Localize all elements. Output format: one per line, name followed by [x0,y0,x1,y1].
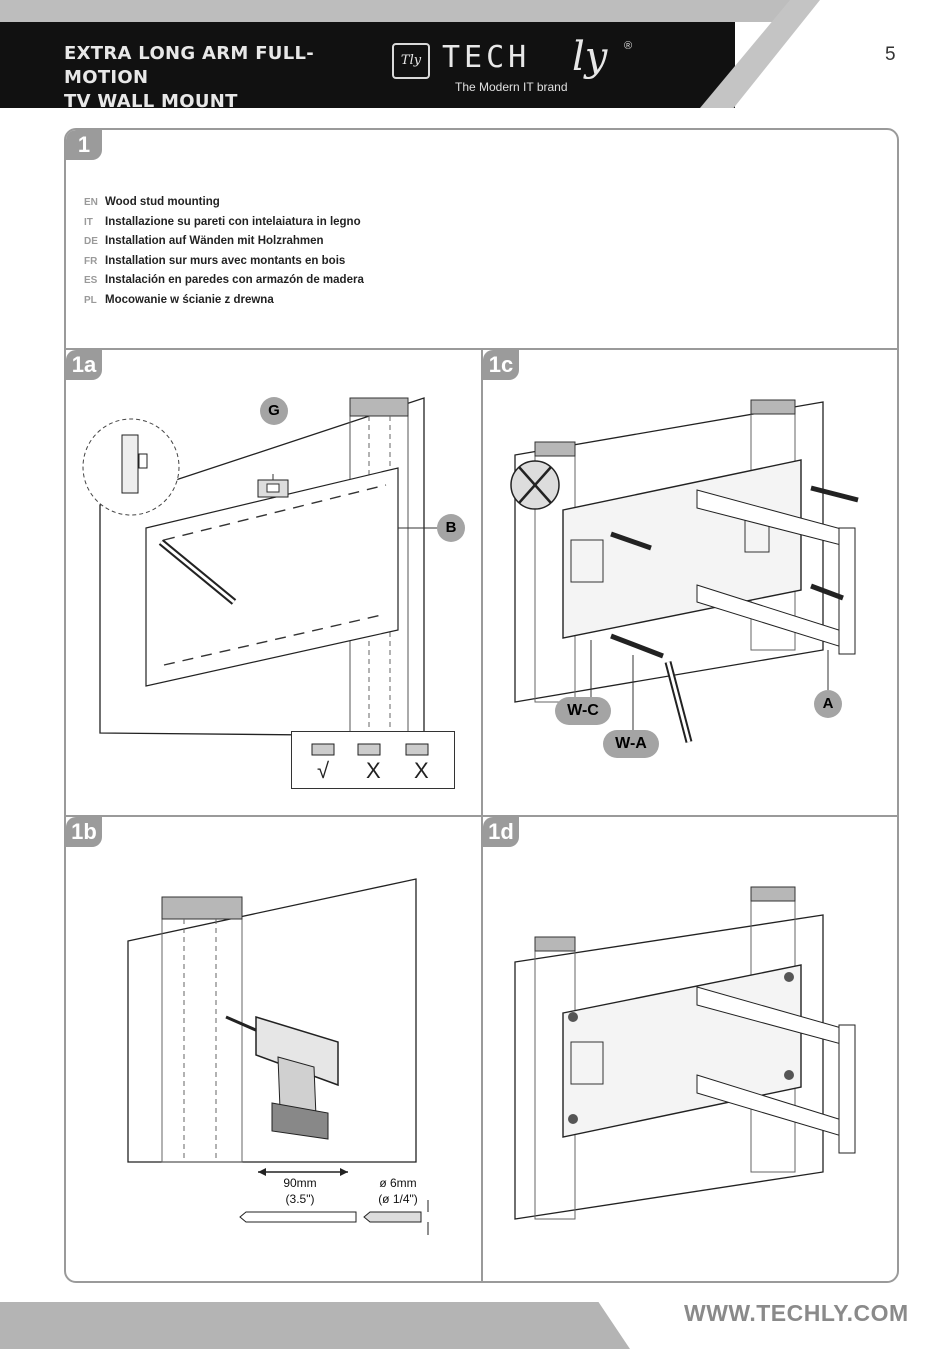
arrow-head [258,1168,266,1176]
label-w-a: W-A [603,730,659,758]
level-icon [357,743,381,756]
screw-icon [810,485,859,503]
registered-mark: ® [624,40,633,52]
illustration-1a [82,397,438,739]
level-icon [405,743,429,756]
mark-wrong: X [414,758,429,783]
footer-grey-band [0,1302,630,1349]
label-w-c: W-C [555,697,611,725]
product-title: EXTRA LONG ARM FULL-MOTION TV WALL MOUNT [64,42,384,114]
template-dashed-line [163,484,387,541]
wall-panel [127,878,417,1163]
lang-row-it: IT Installazione su pareti con intelaiatu… [84,216,364,236]
zoom-level-tool [121,434,139,494]
drill-battery [271,1102,329,1140]
stud-top [161,896,243,920]
lang-code: FR [84,255,98,267]
lang-row-en: EN Wood stud mounting [84,196,364,216]
arm-hinge [838,1024,856,1154]
lang-text: Installation sur murs avec montants en b… [105,254,346,267]
lang-row-fr: FR Installation sur murs avec montants en… [84,255,364,275]
step-badge-1a: 1a [66,350,102,380]
screw-icon [610,633,664,659]
wrench-highlight [666,661,691,743]
footer-url: WWW.TECHLY.COM [684,1300,909,1326]
stud-top [349,397,409,417]
lang-row-es: ES Instalación en paredes con armazón de … [84,274,364,294]
stud-top [750,886,796,902]
lang-text: Installation auf Wänden mit Holzrahmen [105,235,324,247]
lang-code: EN [84,197,98,208]
step-badge-1b: 1b [66,817,102,847]
language-list: EN Wood stud mounting IT Installazione su … [84,196,364,313]
drill-bit-diagram [239,1211,357,1223]
pencil-highlight [160,540,235,604]
screw-icon [810,583,844,601]
no-anchor-cross [518,466,552,504]
lang-text: Mocowanie w ścianie z drewna [105,293,274,306]
header-grey-strip [0,0,800,22]
lang-code: DE [84,236,98,247]
techly-logo-mark: Tly [392,43,430,79]
lang-text: Instalación en paredes con armazón de ma… [105,274,364,286]
divider-vertical [481,349,483,1281]
header-black-band [0,22,735,108]
screw-head [568,1114,578,1124]
label-b: B [437,514,465,542]
plate-cutout [570,1041,604,1085]
level-icon [311,743,335,756]
illustration-1b [127,878,429,1235]
arrow-head [340,1168,348,1176]
screw-head [784,972,794,982]
step-badge-1c: 1c [483,350,519,380]
label-g: G [260,397,288,425]
drill-diameter-mm: ø 6mm [379,1176,417,1190]
stud-top [750,399,796,415]
illustration-1c [510,399,859,743]
illustration-1d [514,886,856,1220]
lang-text: Wood stud mounting [105,196,220,208]
lang-code: PL [84,294,97,306]
template-sheet [145,467,399,687]
step-badge-1: 1 [66,130,102,160]
lang-code: ES [84,275,98,286]
lang-row-de: DE Installation auf Wänden mit Holzrahmen [84,235,364,255]
lang-text: Installazione su pareti con intelaiatura… [105,215,361,228]
label-a: A [814,690,842,718]
drill-depth-mm: 90mm [283,1176,317,1190]
drill-depth-in: (3.5") [285,1192,315,1206]
level-check-box: √ X X [291,731,455,789]
plate-cutout [570,539,604,583]
product-title-line2: TV WALL MOUNT [64,91,238,112]
screw-icon [610,531,652,551]
mark-wrong: X [366,758,381,783]
stud-top [534,441,576,457]
techly-logo-word: TECH [442,40,531,75]
page-number: 5 [885,44,896,65]
stud-top [534,936,576,952]
product-title-line1: EXTRA LONG ARM FULL-MOTION [64,43,315,88]
level-icons [311,743,429,756]
level-bubble [266,483,280,493]
drill-icon [255,1015,339,1087]
step-badge-1d: 1d [483,817,519,847]
screw-head [568,1012,578,1022]
logo-tagline: The Modern IT brand [455,80,568,94]
arm-hinge [838,527,856,655]
page-header: EXTRA LONG ARM FULL-MOTION TV WALL MOUNT… [0,0,950,112]
drill-bit [225,1015,259,1033]
lang-code: IT [84,216,93,228]
drill-diameter-in: (ø 1/4") [378,1192,418,1206]
drill-bit-diagram [363,1211,422,1223]
mark-correct: √ [317,758,330,783]
instruction-frame [64,128,899,1283]
lang-row-pl: PL Mocowanie w ścianie z drewna [84,294,364,314]
screw-head [784,1070,794,1080]
techly-logo-script: ly [572,34,608,80]
zoom-level-bubble [138,453,148,469]
